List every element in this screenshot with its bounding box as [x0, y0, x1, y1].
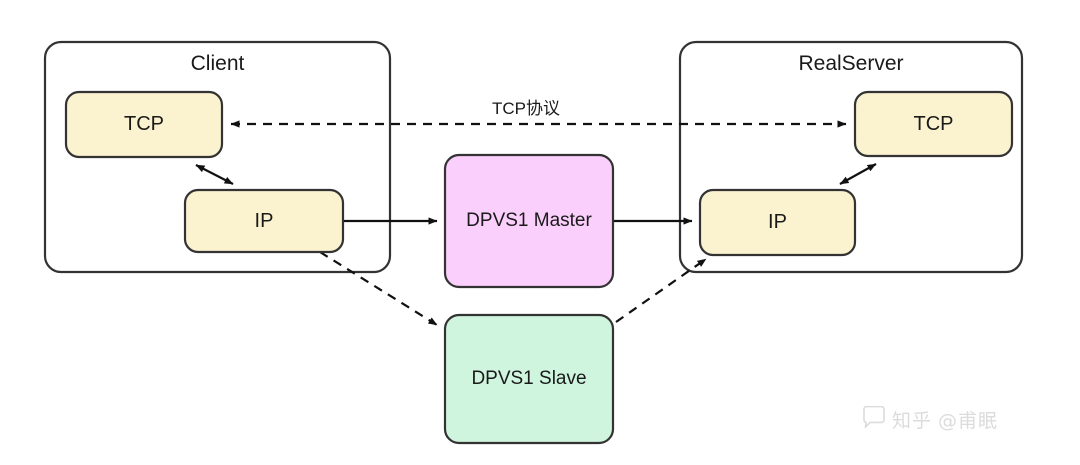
node-dpvs1-slave[interactable] — [443, 313, 615, 445]
edge-client-ip-to-slave — [319, 251, 438, 326]
node-dpvs1-master[interactable] — [443, 153, 615, 289]
edge-client-tcp-ip — [195, 164, 234, 185]
container-title-client: Client — [190, 52, 245, 75]
watermark: 知乎 @甫眠 — [862, 405, 999, 433]
node-realserver-tcp[interactable] — [853, 90, 1014, 158]
node-client-ip[interactable] — [183, 188, 345, 254]
watermark-logo-text: 知乎 — [892, 410, 933, 432]
edge-label-tcp-protocol: TCP协议 — [488, 94, 564, 119]
edge-rs-tcp-ip — [839, 163, 877, 185]
watermark-handle-text: @甫眠 — [938, 410, 999, 432]
container-title-realserver: RealServer — [798, 52, 904, 75]
zhihu-logo-icon — [862, 405, 886, 433]
node-client-tcp[interactable] — [64, 90, 224, 159]
node-realserver-ip[interactable] — [698, 188, 857, 257]
edge-slave-to-rs-ip — [615, 258, 707, 323]
